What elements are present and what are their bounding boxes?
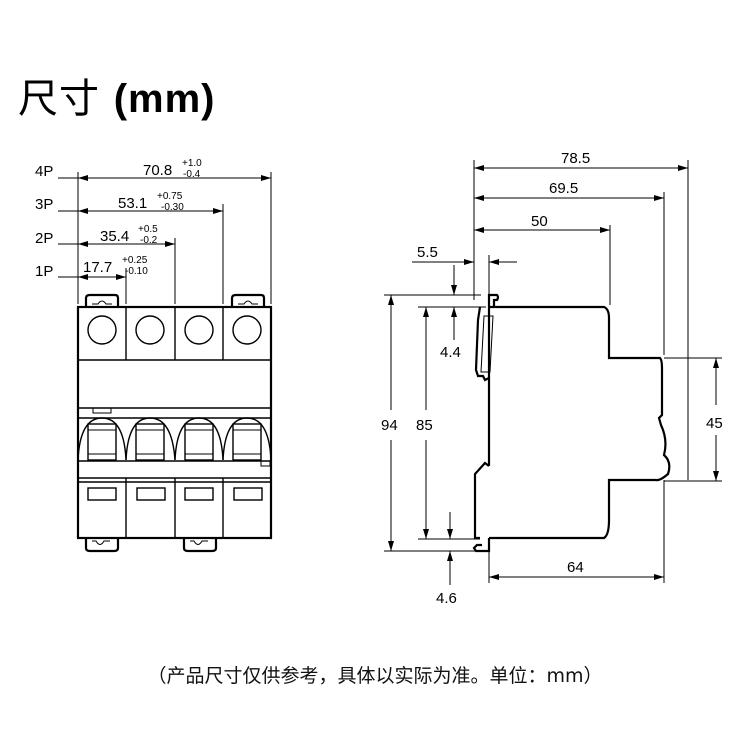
pole-label-2p: 2P [35, 230, 53, 247]
front-view: 4P 3P 2P 1P 70.8 +1.0 -0.4 53.1 +0.75 -0… [35, 158, 273, 553]
terminal-3 [184, 315, 214, 345]
width-4p-tol-minus: -0.4 [183, 169, 201, 180]
dim-rail-offset: 5.5 [417, 244, 438, 261]
breaker-front-body [76, 293, 273, 553]
dim-front-face-height: 45 [706, 415, 723, 432]
terminal-4 [232, 315, 262, 345]
breaker-side-body [472, 293, 671, 553]
page-title: 尺寸 (mm) [18, 66, 216, 124]
title-main: 尺寸 [18, 76, 100, 122]
label-window-2 [136, 487, 166, 501]
width-3p-tol-plus: +0.75 [157, 191, 183, 202]
width-4p-tol-plus: +1.0 [182, 158, 202, 169]
label-window-1 [87, 487, 117, 501]
label-window-4 [233, 487, 263, 501]
bottom-clip-left [84, 538, 120, 553]
dim-depth-to-step: 50 [531, 213, 548, 230]
dim-body-height: 85 [416, 417, 433, 434]
width-2p-value: 35.4 [100, 228, 129, 245]
toggle-levers [77, 417, 272, 461]
width-1p-value: 17.7 [83, 259, 112, 276]
width-2p-tol-plus: +0.5 [138, 224, 158, 235]
label-window-3 [184, 487, 214, 501]
width-2p-tol-minus: -0.2 [140, 235, 158, 246]
dim-depth-to-front: 69.5 [549, 180, 578, 197]
pole-label-1p: 1P [35, 263, 53, 280]
terminal-2 [135, 315, 165, 345]
pole-label-4p: 4P [35, 163, 53, 180]
width-3p-tol-minus: -0.30 [161, 202, 184, 213]
side-view: 78.5 69.5 50 5.5 94 85 4.4 4.6 [381, 150, 723, 607]
pole-label-3p: 3P [35, 196, 53, 213]
width-3p-value: 53.1 [118, 195, 147, 212]
title-unit: (mm) [113, 77, 216, 121]
dim-top-clip: 4.4 [440, 344, 461, 361]
width-1p-tol-plus: +0.25 [122, 255, 148, 266]
dim-overall-height: 94 [381, 417, 398, 434]
terminal-1 [87, 315, 117, 345]
bottom-clip-right [182, 538, 218, 553]
dim-base-to-front: 64 [567, 559, 584, 576]
width-1p-tol-minus: -0.10 [125, 266, 148, 277]
top-clip-right [230, 293, 266, 307]
footnote: （产品尺寸仅供参考，具体以实际为准。单位：mm） [147, 665, 603, 687]
width-4p-value: 70.8 [143, 162, 172, 179]
top-clip-left [84, 293, 120, 307]
dim-bottom-clip: 4.6 [436, 590, 457, 607]
dim-overall-depth: 78.5 [561, 150, 590, 167]
